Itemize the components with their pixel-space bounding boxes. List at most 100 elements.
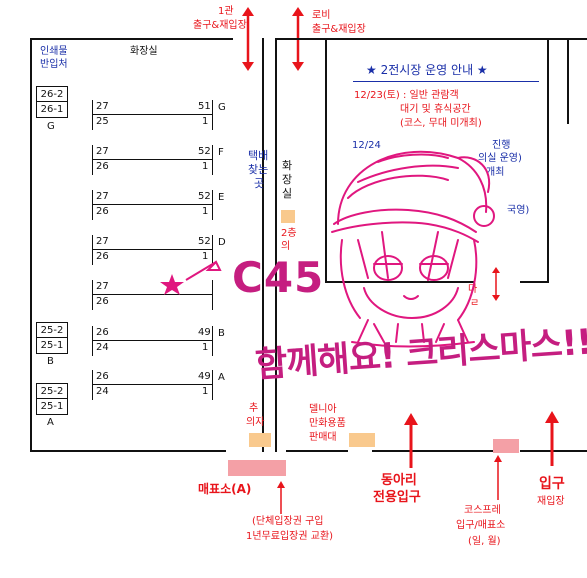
club-entry-arrow-icon [404, 413, 418, 468]
row-bottom-left-number: 26 [96, 251, 109, 262]
row-top-right-number: 51 [198, 101, 211, 112]
goods-label-2: 만화용품 [309, 418, 346, 429]
notice-line-3: (코스, 무대 미개최) [400, 118, 482, 129]
right-area-label-2: ㄹ [470, 298, 480, 309]
row-divider [92, 249, 212, 250]
row-divider [92, 384, 212, 385]
ticket-booth-title: 매표소(A) [198, 482, 252, 496]
block-label-a: A [47, 417, 54, 428]
row-divider [92, 114, 212, 115]
row-divider [92, 340, 212, 341]
row-bottom-left-number: 26 [96, 296, 109, 307]
wall-mid-horizontal [325, 281, 475, 283]
row-right-edge [212, 326, 213, 356]
notice-line-4: 12/24 [352, 140, 381, 151]
row-letter: A [218, 372, 225, 383]
row-bottom-right-number: 1 [202, 116, 209, 127]
ticket-note-1: (단체입장권 구입 [252, 516, 324, 527]
corridor-wc-3: 실 [282, 187, 293, 200]
row-left-edge [92, 326, 93, 356]
row-bottom-left-number: 26 [96, 161, 109, 172]
cosplay-label-3: (일, 월) [468, 536, 501, 547]
wall-bottom-2 [286, 450, 348, 452]
row-top-left-number: 27 [96, 191, 109, 202]
cosplay-marker [493, 439, 519, 453]
wall-corridor-right [275, 38, 277, 452]
row-right-edge [212, 280, 213, 310]
notice-underline [353, 81, 539, 82]
notice-line-1: 12/23(토) : 일반 관람객 [354, 90, 459, 101]
wall-corridor-left [262, 38, 264, 452]
wall-top-mid [275, 38, 325, 40]
row-letter: F [218, 147, 224, 158]
row-top-left-number: 26 [96, 327, 109, 338]
wall-bottom-3 [372, 450, 494, 452]
notice-title: ★ 2전시장 운영 안내 ★ [366, 63, 488, 77]
row-letter: B [218, 328, 225, 339]
row-top-right-number: 52 [198, 191, 211, 202]
block-26-1: 26-1 [36, 101, 68, 118]
row-bottom-left-number: 25 [96, 116, 109, 127]
row-bottom-right-number: 1 [202, 206, 209, 217]
cosplay-arrow-icon [494, 455, 502, 500]
goods-label-3: 판매대 [309, 432, 337, 443]
row-bottom-left-number: 26 [96, 206, 109, 217]
notice-line-2: 대기 및 휴식공간 [400, 104, 471, 115]
notice-line-8: 국영) [507, 205, 530, 216]
delivery-label-3: 곳 [254, 177, 265, 190]
row-left-edge [92, 145, 93, 175]
inner-double-arrow-icon [492, 267, 500, 301]
delivery-label-1: 택배 [248, 149, 269, 162]
notice-line-6: 의실 운영) [478, 153, 522, 164]
row-bottom-left-number: 24 [96, 342, 109, 353]
goods-marker [349, 433, 375, 447]
notice-line-7: 개최 [486, 167, 505, 178]
star-icon [160, 260, 222, 295]
row-top-right-number: 49 [198, 371, 211, 382]
wall-mid-horizontal-2 [520, 281, 549, 283]
wall-inner [325, 38, 327, 283]
ticket-arrow-icon [277, 481, 285, 514]
row-divider [92, 204, 212, 205]
goods-label-1: 델니아 [309, 404, 337, 415]
row-letter: G [218, 102, 226, 113]
floor2-label-2: 의 [281, 241, 291, 252]
notice-line-5: 진행 [492, 140, 511, 151]
row-right-edge [212, 235, 213, 265]
block-label-b: B [47, 356, 54, 367]
row-bottom-right-number: 1 [202, 386, 209, 397]
club-entry-1: 동아리 [381, 473, 417, 488]
chair-marker [249, 433, 271, 447]
entrance-arrow-icon [545, 411, 559, 466]
row-top-right-number: 52 [198, 146, 211, 157]
row-divider [92, 159, 212, 160]
lobby-exit-title: 로비 [312, 10, 331, 21]
block-label-g: G [47, 121, 55, 132]
row-bottom-right-number: 1 [202, 161, 209, 172]
row-bottom-right-number: 1 [202, 251, 209, 262]
row-bottom-right-number: 1 [202, 342, 209, 353]
row-right-edge [212, 370, 213, 400]
corridor-marker [281, 210, 295, 223]
cosplay-label-2: 입구/매표소 [456, 520, 506, 531]
wall-left [30, 38, 32, 452]
row-right-edge [212, 100, 213, 130]
row-top-left-number: 27 [96, 146, 109, 157]
wall-bottom-1 [30, 450, 226, 452]
loading-label-2: 반입처 [40, 59, 68, 70]
row-bottom-left-number: 24 [96, 386, 109, 397]
row-letter: E [218, 192, 225, 203]
ticket-booth-marker [228, 460, 286, 476]
wall-top-right [325, 38, 587, 40]
row-top-left-number: 27 [96, 281, 109, 292]
corridor-wc-2: 장 [282, 173, 293, 186]
cosplay-label-1: 코스프레 [464, 505, 501, 516]
row-top-left-number: 27 [96, 101, 109, 112]
chair-label-2: 의자 [246, 417, 265, 428]
